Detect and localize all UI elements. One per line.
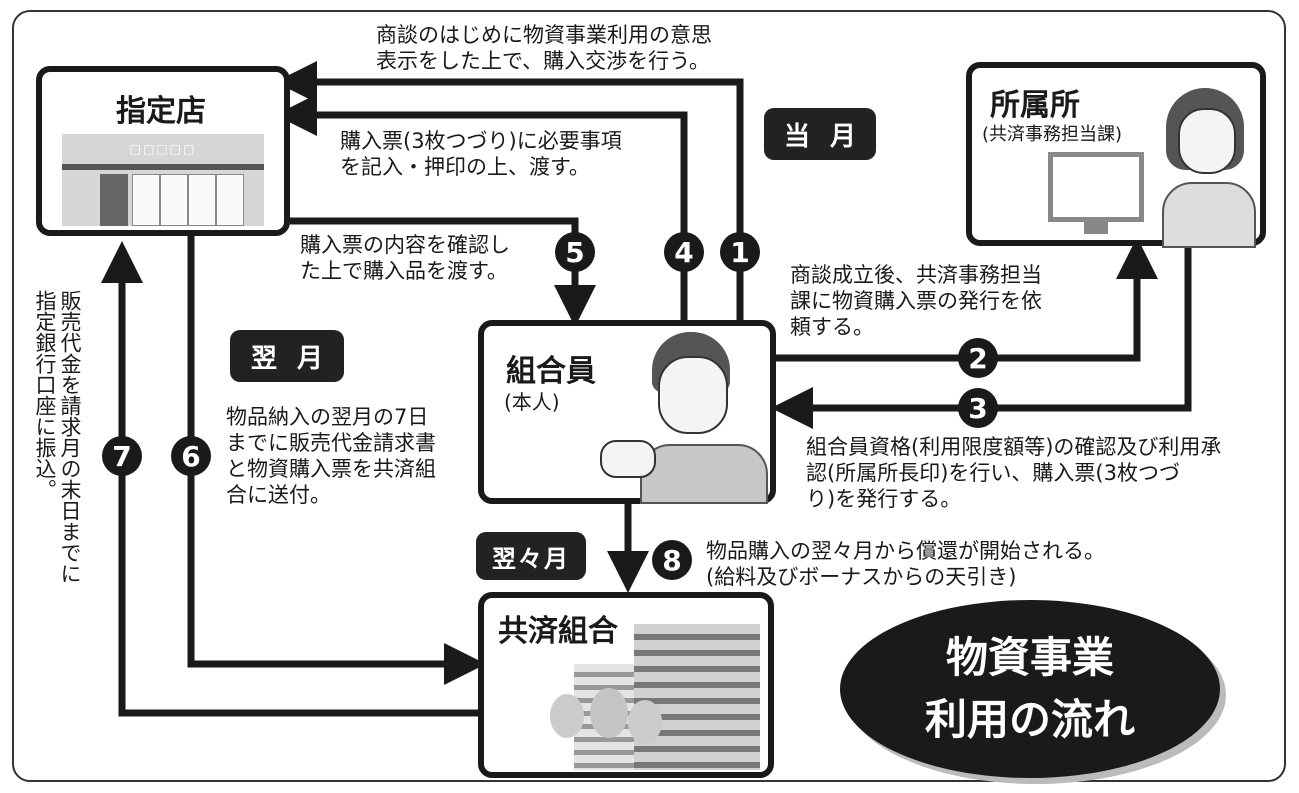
body [1162, 182, 1256, 248]
month-label-after-next: 翌々月 [476, 532, 586, 580]
step-number-4: 4 [664, 232, 704, 272]
step-number-1: 1 [720, 232, 760, 272]
store-title: 指定店 [116, 94, 206, 129]
store-door [100, 174, 128, 226]
member-box: 組合員 (本人) [478, 320, 776, 504]
step-3-description: 組合員資格(利用限度額等)の確認及び利用承 認(所属所長印)を行い、購入票(3枚… [806, 435, 1222, 511]
title-line-2: 利用の流れ [924, 695, 1135, 744]
building-illustration [550, 624, 760, 770]
arrow-step-6 [187, 236, 486, 685]
association-title: 共済組合 [498, 614, 618, 649]
store-sign: □□□□□ [129, 142, 197, 156]
member-subtitle: (本人) [504, 390, 560, 414]
outer-frame [12, 10, 1286, 782]
tree [550, 694, 584, 738]
store-awning [62, 164, 264, 170]
store-facade-illustration: □□□□□ [62, 134, 264, 226]
store-box: 指定店 □□□□□ [36, 66, 290, 236]
step-4-description: 購入票(3枚つづり)に必要事項 を記入・押印の上、渡す。 [340, 129, 622, 179]
title-line-1: 物資事業 [945, 633, 1114, 682]
tree [628, 700, 662, 744]
pointing-hand [600, 440, 656, 478]
association-box: 共済組合 [478, 592, 774, 778]
step-6-description: 物品納入の翌月の7日 までに販売代金請求書 と物資購入票を共済組 合に送付。 [226, 405, 436, 507]
arrow-step-7 [101, 241, 478, 717]
step-5-description: 購入票の内容を確認し た上で購入品を渡す。 [300, 233, 510, 283]
month-label-current: 当月 [764, 108, 876, 160]
computer-monitor-icon [1048, 152, 1144, 222]
title-badge: 物資事業 利用の流れ [840, 600, 1220, 778]
member-title: 組合員 [506, 354, 596, 389]
step-number-5: 5 [555, 232, 595, 272]
step-1-description: 商談のはじめに物資事業利用の意思 表示をした上で、購入交渉を行う。 [376, 23, 712, 73]
step-8-description: 物品購入の翌々月から償還が開始される。 (給料及びボーナスからの天引き) [706, 539, 1105, 589]
step-2-description: 商談成立後、共済事務担当 課に物資購入票の発行を依 頼する。 [790, 263, 1042, 339]
step-number-2: 2 [958, 338, 998, 378]
step-number-6: 6 [171, 436, 211, 476]
office-box: 所属所 (共済事務担当課) [966, 62, 1266, 248]
store-windows [132, 174, 244, 226]
office-worker-illustration [1156, 86, 1256, 248]
member-illustration [600, 332, 770, 504]
step-7-description: 販売代金を請求月の末日までに 指定銀行口座に振込。 [33, 290, 82, 584]
face [1178, 108, 1236, 174]
tree [590, 688, 628, 738]
arrow-step-3 [771, 246, 1192, 429]
monitor-stand [1084, 222, 1108, 234]
office-title: 所属所 [990, 88, 1080, 123]
month-label-next: 翌月 [230, 330, 344, 382]
office-subtitle: (共済事務担当課) [982, 124, 1123, 145]
building-front [634, 624, 760, 770]
step-number-3: 3 [958, 388, 998, 428]
suit [640, 444, 768, 504]
arrow-step-5 [290, 217, 596, 327]
arrow-step-2 [775, 237, 1158, 362]
step-number-7: 7 [102, 436, 142, 476]
face [658, 356, 728, 434]
step-number-8: 8 [652, 540, 692, 580]
